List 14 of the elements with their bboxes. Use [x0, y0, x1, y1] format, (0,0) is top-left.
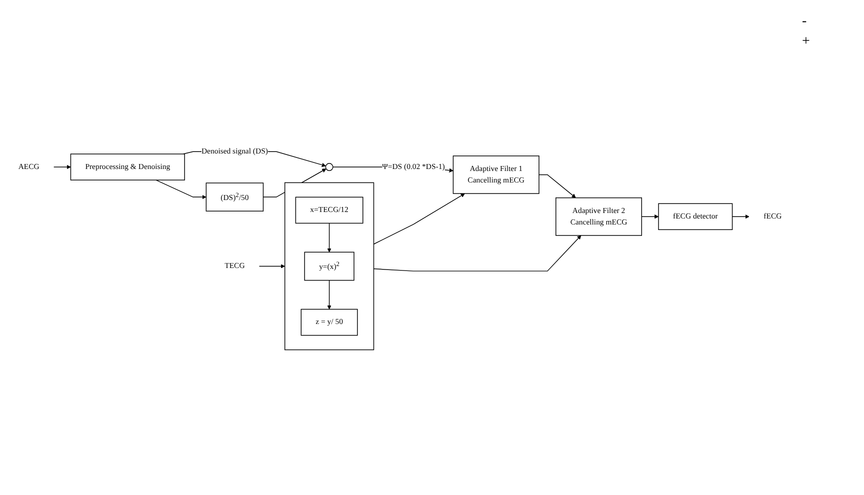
node-circle	[325, 162, 334, 171]
arrow	[53, 164, 71, 169]
sign-label: -	[802, 14, 808, 30]
arrow	[258, 264, 286, 268]
arrow	[538, 174, 576, 198]
arrow	[373, 193, 465, 244]
arrow	[373, 234, 582, 272]
arrow	[732, 214, 750, 218]
cluster	[284, 182, 374, 350]
arrow	[327, 222, 332, 252]
arrow	[327, 280, 332, 310]
arrow	[641, 214, 659, 218]
sign-label: +	[802, 34, 811, 50]
arrow	[156, 179, 206, 199]
